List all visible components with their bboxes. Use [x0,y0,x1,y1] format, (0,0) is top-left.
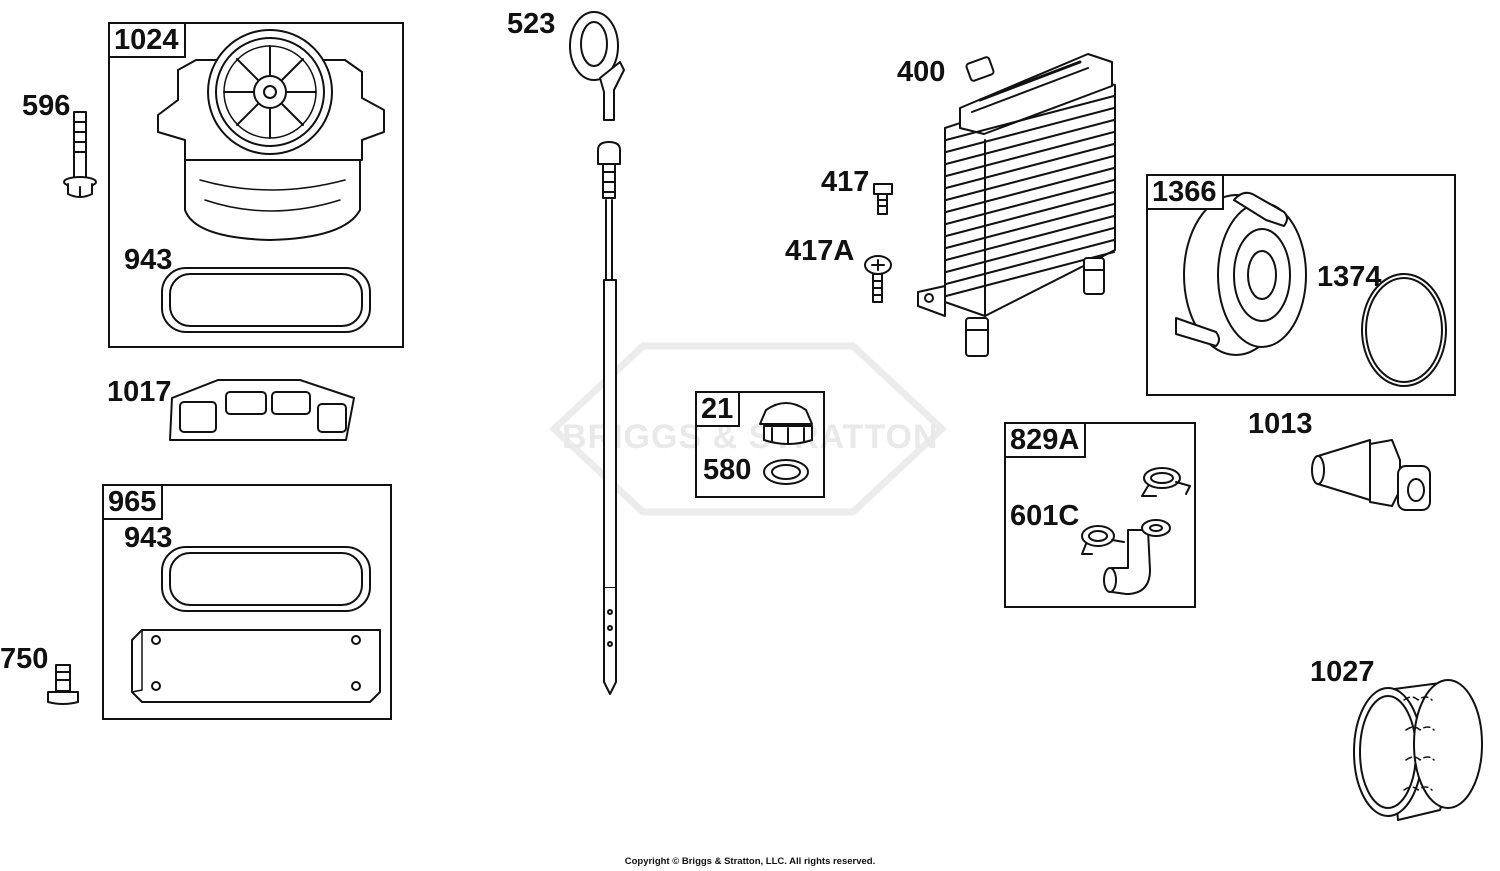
kit-box-1366: 1366 [1146,174,1456,396]
label-400: 400 [897,56,946,88]
part-1374-o-ring[interactable] [1361,273,1447,387]
label-596: 596 [22,90,71,122]
kit-box-965: 965 [102,484,392,720]
part-417a-screw[interactable] [864,255,892,303]
label-750: 750 [0,643,49,675]
label-580: 580 [703,454,752,486]
part-1013-fitting[interactable] [1311,439,1431,511]
part-1027-oil-filter[interactable] [1353,679,1483,821]
part-417-bolt[interactable] [873,183,893,215]
kit-box-829a: 829A [1004,422,1196,608]
label-943-top: 943 [124,244,173,276]
kit-label-21: 21 [697,393,741,427]
copyright-text: Copyright © Briggs & Stratton, LLC. All … [624,856,876,867]
part-580-seal[interactable] [763,459,809,485]
part-750-screw[interactable] [47,664,79,705]
label-417a: 417A [785,235,855,267]
label-943-bottom: 943 [124,522,173,554]
watermark-logo [548,342,948,516]
kit-box-1024: 1024 [108,22,404,348]
kit-label-1024: 1024 [110,24,186,58]
label-1013: 1013 [1248,408,1313,440]
label-417: 417 [821,166,870,198]
part-1017-gasket[interactable] [169,379,355,441]
part-1024-gear-housing[interactable] [157,29,385,241]
kit-label-829a: 829A [1006,424,1087,458]
kit-label-965: 965 [104,486,164,520]
part-601c-clamps-hose[interactable] [1081,467,1191,595]
part-943-gasket-bottom[interactable] [161,546,371,612]
label-1017: 1017 [107,376,172,408]
part-596-bolt[interactable] [63,111,97,198]
label-1374: 1374 [1317,261,1382,293]
part-943-gasket-top[interactable] [161,267,371,333]
part-1366-filter-adapter[interactable] [1175,191,1307,356]
part-965-cover-plate[interactable] [131,629,381,703]
kit-box-21: 21 [695,391,825,498]
label-523: 523 [507,8,556,40]
part-21-oil-cap[interactable] [759,402,813,445]
watermark-text: BRIGGS & STRATTON [562,418,939,456]
kit-label-1366: 1366 [1148,176,1224,210]
label-601c: 601C [1010,500,1080,532]
label-1027: 1027 [1310,656,1375,688]
part-523-dipstick[interactable] [569,11,625,695]
part-400-oil-cooler[interactable] [917,53,1116,357]
